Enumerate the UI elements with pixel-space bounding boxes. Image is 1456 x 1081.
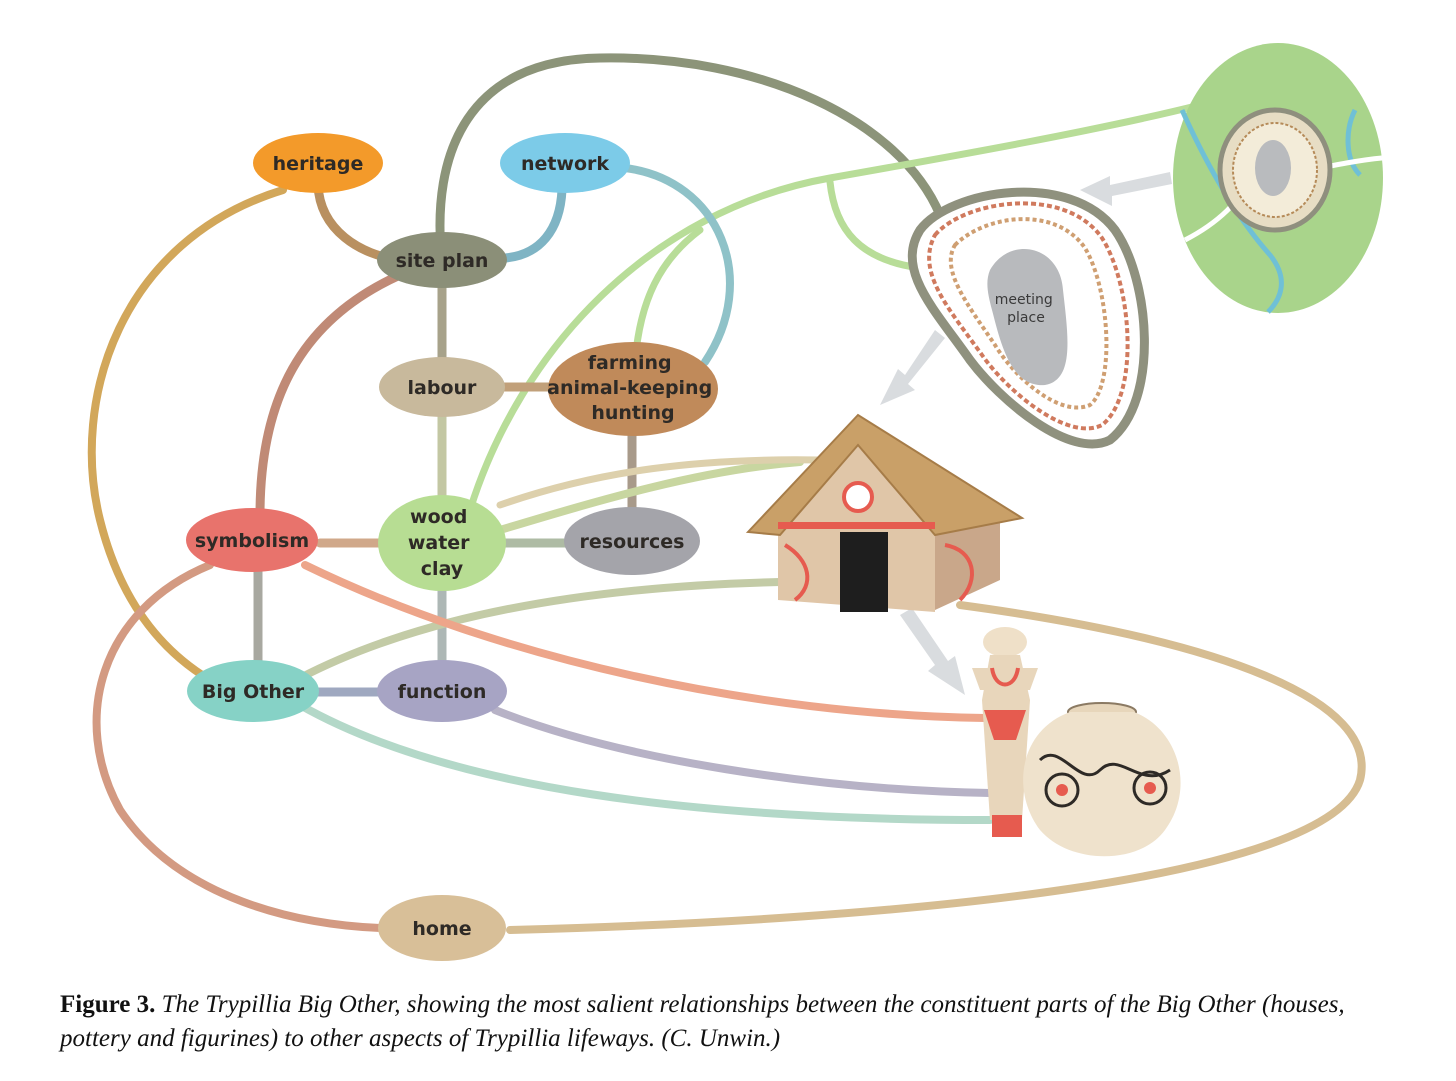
node-wood-water-clay-label: wood water clay — [408, 506, 476, 580]
pot-illustration — [1023, 702, 1181, 857]
node-function-shape — [377, 660, 507, 722]
pot-body — [1023, 712, 1181, 857]
link-siteplan-symbolism — [255, 270, 405, 520]
node-symbolism: symbolism — [186, 508, 318, 572]
link-symbolism-home — [92, 561, 384, 932]
node-function: function — [377, 660, 507, 722]
node-home-label: home — [412, 918, 471, 940]
caption-lead: Figure 3. — [60, 991, 156, 1018]
caption-text: The Trypillia Big Other, showing the mos… — [60, 991, 1345, 1052]
node-site-plan-shape — [377, 232, 507, 288]
house-roof — [745, 413, 1025, 537]
figurine-illustration — [972, 627, 1038, 837]
pot-decoration — [1038, 753, 1171, 778]
link-network-siteplan — [500, 185, 567, 263]
house-right-wall — [935, 515, 1000, 610]
figure-caption: Figure 3. The Trypillia Big Other, showi… — [60, 988, 1410, 1056]
node-network: network — [500, 133, 630, 193]
node-labour-label: labour — [408, 377, 478, 399]
settlement-houses-outer — [927, 201, 1130, 431]
link-heritage-bigother — [87, 186, 287, 684]
house-band — [778, 522, 935, 529]
node-wood-water-clay: wood water clay — [378, 495, 506, 591]
meeting-place-label: meeting place — [995, 292, 1057, 326]
node-farming: farming animal-keeping hunting — [547, 342, 719, 436]
house-gable — [790, 440, 928, 522]
link-farming-landscape — [631, 226, 704, 366]
node-network-shape — [500, 133, 630, 193]
connections — [87, 53, 1366, 934]
figurine-head — [983, 627, 1027, 657]
pot-spiral-right — [1132, 770, 1168, 806]
river-branch — [1345, 108, 1362, 177]
node-labour: labour — [379, 357, 505, 417]
node-heritage-label: heritage — [273, 153, 364, 175]
link-woodwaterclay-landscape — [466, 101, 1204, 514]
house-wall-ornament-right — [944, 543, 974, 602]
figurine-feet — [992, 815, 1022, 837]
settlement-illustration: meeting place — [907, 187, 1149, 449]
river — [1179, 108, 1284, 314]
node-big-other-shape — [187, 660, 319, 722]
figurine-arms — [972, 668, 1038, 690]
node-heritage: heritage — [253, 133, 383, 193]
pot-spiral-right-center — [1144, 782, 1156, 794]
link-woodwaterclay-house — [496, 458, 804, 534]
node-wood-water-clay-shape — [378, 495, 506, 591]
house-wall-ornament-left — [783, 543, 810, 602]
link-network-farming — [621, 164, 734, 366]
arrow-settlement-to-house — [880, 330, 945, 405]
landscape-illustration — [1173, 43, 1383, 314]
link-siteplan-settlement — [435, 53, 945, 267]
node-site-plan-label: site plan — [396, 250, 489, 272]
settlement-houses-inner — [948, 217, 1109, 410]
node-resources-shape — [564, 507, 700, 575]
arrow-house-to-objects — [900, 608, 965, 695]
pot-spiral-left — [1044, 772, 1080, 808]
node-symbolism-shape — [186, 508, 318, 572]
meeting-place-area — [987, 248, 1068, 386]
node-home-shape — [378, 895, 506, 961]
node-resources-label: resources — [580, 531, 685, 553]
link-bigother-house — [296, 578, 784, 682]
node-function-label: function — [398, 681, 487, 703]
house-illustration — [745, 413, 1025, 612]
link-function-pot — [491, 706, 994, 797]
node-site-plan: site plan — [377, 232, 507, 288]
node-symbolism-label: symbolism — [195, 530, 309, 552]
link-landscape-settlement — [826, 178, 924, 272]
node-home: home — [378, 895, 506, 961]
link-house-home-loop — [506, 601, 1366, 934]
node-farming-label: farming animal-keeping hunting — [547, 352, 719, 424]
figurine-belt — [984, 710, 1026, 740]
link-labour-house — [496, 456, 824, 509]
node-big-other: Big Other — [187, 660, 319, 722]
house-door — [840, 532, 888, 612]
figurine-necklace — [990, 667, 1020, 687]
node-resources: resources — [564, 507, 700, 575]
node-farming-shape — [548, 342, 718, 436]
trypillia-diagram: meeting place heritage — [87, 43, 1383, 961]
link-bigother-pot — [296, 701, 994, 824]
house-gable-ornament — [842, 481, 874, 513]
flow-arrows — [880, 172, 1172, 695]
node-heritage-shape — [253, 133, 383, 193]
node-network-label: network — [521, 153, 609, 175]
mini-meeting-place — [1255, 140, 1291, 196]
arrow-landscape-to-settlement — [1080, 172, 1172, 206]
pot-spiral-left-center — [1056, 784, 1068, 796]
node-big-other-label: Big Other — [202, 681, 305, 703]
link-symbolism-figurine — [301, 561, 989, 722]
node-labour-shape — [379, 357, 505, 417]
